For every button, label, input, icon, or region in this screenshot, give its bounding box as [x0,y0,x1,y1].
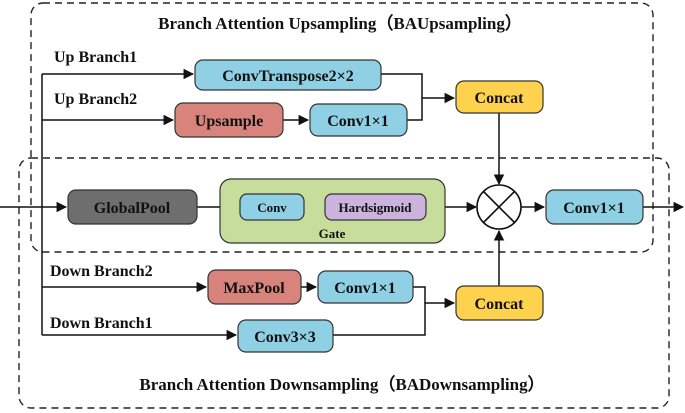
upsampling-frame [30,2,654,253]
down-branch2-label: Down Branch2 [50,263,153,280]
down-branch1-label: Down Branch1 [50,315,153,332]
conv3x3-to-concat [333,303,426,336]
convtranspose-node [194,59,382,91]
conv1x1-out-node [545,189,644,225]
conv1x1-to-concat [407,98,423,121]
conv-label: Conv [257,200,287,215]
conv3x3-node [237,319,334,353]
conv3x3-label: Conv3×3 [254,329,316,346]
maxpool-label: MaxPool [223,280,285,297]
downsampling-frame [18,157,670,409]
upsample-label: Upsample [195,113,263,130]
concat-up-node [455,80,544,114]
maxpool-node [207,269,302,305]
downsampling-title: Branch Attention Downsampling（BADownsamp… [139,374,544,394]
conv1x1-down-label: Conv1×1 [334,280,396,297]
convtranspose-to-concat [381,73,456,104]
conv1x1-up-node [309,103,408,137]
up-branch1-label: Up Branch1 [54,49,137,66]
hardsigmoid-label: Hardsigmoid [339,200,413,215]
up-branch2-label: Up Branch2 [54,91,137,108]
multiply-icon [476,184,522,230]
conv1x1-out-label: Conv1×1 [563,200,625,217]
upsample-node [174,102,284,138]
globalpool-label: GlobalPool [94,200,171,217]
conv1x1-down-to-concat [413,286,456,309]
conv-node [239,193,305,221]
convtranspose-label: ConvTranspose2×2 [222,68,354,85]
hardsigmoid-node [324,193,427,221]
conv1x1-up-label: Conv1×1 [327,113,389,130]
gate-label: Gate [319,226,346,241]
upsampling-title: Branch Attention Upsampling（BAUpsampling… [158,13,522,33]
concat-down-node [455,285,544,321]
conv1x1-down-node [317,270,414,304]
concat-up-label: Concat [475,90,525,107]
globalpool-node [67,189,198,225]
concat-down-label: Concat [475,296,525,313]
